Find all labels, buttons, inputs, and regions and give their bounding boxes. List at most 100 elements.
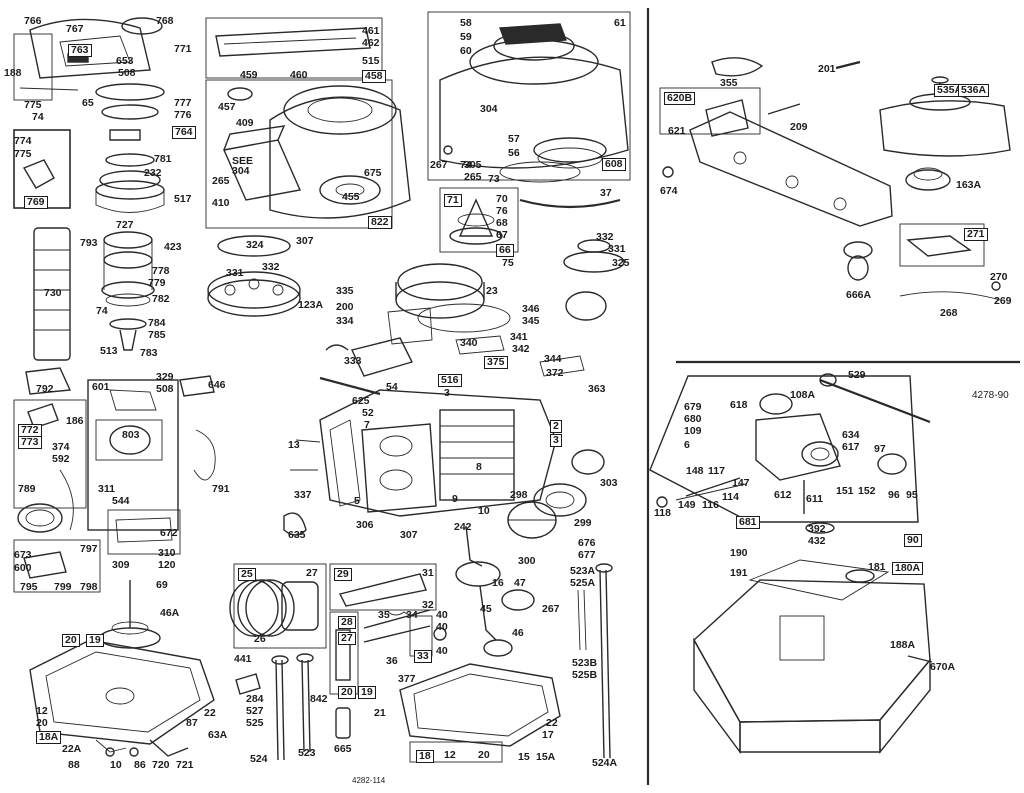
part-callout: 20	[478, 749, 490, 761]
part-callout: 460	[290, 69, 308, 81]
part-callout: 768	[156, 15, 174, 27]
part-callout: 344	[544, 353, 562, 365]
part-callout: 74	[96, 305, 108, 317]
part-callout: 96	[888, 489, 900, 501]
part-callout: 47	[514, 577, 526, 589]
part-callout: 608	[602, 158, 626, 171]
part-callout: 63A	[208, 729, 228, 741]
part-callout: 307	[296, 235, 314, 247]
part-callout: 75	[502, 257, 514, 269]
part-callout: 670A	[930, 661, 956, 673]
part-callout: 200	[336, 301, 354, 313]
part-callout: 785	[148, 329, 166, 341]
part-callout: 524	[250, 753, 268, 765]
part-callout: 201	[818, 63, 836, 75]
flywheel-housing-group	[205, 17, 411, 229]
part-callout: 331	[226, 267, 244, 279]
part-callout: 516	[438, 374, 462, 387]
part-callout: SEE	[232, 155, 254, 167]
part-callout: 410	[212, 197, 230, 209]
part-callout: 17	[542, 729, 554, 741]
part-callout: 90	[904, 534, 922, 547]
part-callout: 766	[24, 15, 42, 27]
part-callout: 40	[436, 645, 448, 657]
part-callout: 536A	[958, 84, 990, 97]
part-callout: 18	[416, 750, 434, 763]
part-callout: 310	[158, 547, 176, 559]
part-callout: 71	[444, 194, 462, 207]
part-callout: 149	[678, 499, 696, 511]
part-callout: 147	[732, 477, 750, 489]
part-callout: 3	[550, 434, 562, 447]
part-callout: 409	[236, 117, 254, 129]
part-callout: 720	[152, 759, 170, 771]
part-callout: 601	[92, 381, 110, 393]
part-callout: 767	[66, 23, 84, 35]
part-callout: 803	[122, 429, 140, 441]
part-callout: 123A	[298, 299, 324, 311]
part-callout: 58	[460, 17, 472, 29]
part-callout: 23	[486, 285, 498, 297]
part-callout: 789	[18, 483, 36, 495]
part-callout: 19	[358, 686, 376, 699]
part-callout: 163A	[956, 179, 982, 191]
part-callout: 524A	[592, 757, 618, 769]
part-callout: 95	[906, 489, 918, 501]
part-callout: 771	[174, 43, 192, 55]
part-callout: 59	[460, 31, 472, 43]
part-callout: 27	[338, 632, 356, 645]
part-callout: 74	[460, 159, 472, 171]
part-callout: 774	[14, 135, 32, 147]
part-callout: 345	[522, 315, 540, 327]
part-callout: 513	[100, 345, 118, 357]
part-callout: 116	[702, 499, 719, 511]
part-callout: 612	[774, 489, 792, 501]
part-callout: 309	[112, 559, 130, 571]
part-callout: 341	[510, 331, 528, 343]
part-callout: 517	[174, 193, 192, 205]
part-callout: 340	[460, 337, 478, 349]
part-callout: 54	[386, 381, 398, 393]
part-callout: 6	[684, 439, 690, 451]
part-callout: 69	[156, 579, 168, 591]
part-callout: 776	[174, 109, 192, 121]
part-callout: 306	[356, 519, 374, 531]
part-callout: 180A	[892, 562, 924, 575]
part-callout: 611	[806, 493, 823, 505]
part-callout: 335	[336, 285, 354, 297]
part-callout: 46	[512, 627, 524, 639]
part-callout: 7	[364, 419, 370, 431]
part-callout: 88	[68, 759, 80, 771]
part-callout: 423	[164, 241, 182, 253]
part-callout: 625	[352, 395, 370, 407]
carburetor-group	[649, 373, 931, 534]
part-callout: 363	[588, 383, 606, 395]
part-callout: 300	[518, 555, 536, 567]
part-callout: 10	[110, 759, 122, 771]
part-callout: 16	[492, 577, 504, 589]
part-callout: 842	[310, 693, 328, 705]
part-callout: 634	[842, 429, 860, 441]
part-callout: 523B	[572, 657, 598, 669]
part-callout: 665	[334, 743, 352, 755]
part-callout: 13	[288, 439, 300, 451]
part-callout: 784	[148, 317, 166, 329]
part-callout: 3	[444, 387, 450, 399]
part-callout: 455	[342, 191, 360, 203]
part-callout: 186	[66, 415, 84, 427]
part-callout: 797	[80, 543, 98, 555]
part-callout: 298	[510, 489, 528, 501]
control-bracket	[659, 57, 893, 227]
part-callout: 515	[362, 55, 380, 67]
part-callout: 523A	[570, 565, 596, 577]
part-callout: 764	[172, 126, 196, 139]
part-callout: 441	[234, 653, 252, 665]
part-callout: 20	[36, 717, 48, 729]
part-callout: 791	[212, 483, 230, 495]
part-callout: 459	[240, 69, 258, 81]
ignition-parts	[13, 379, 216, 593]
flywheel-armature	[325, 263, 607, 377]
part-callout: 508	[156, 383, 174, 395]
part-callout: 8	[476, 461, 482, 473]
part-callout: 304	[480, 103, 498, 115]
